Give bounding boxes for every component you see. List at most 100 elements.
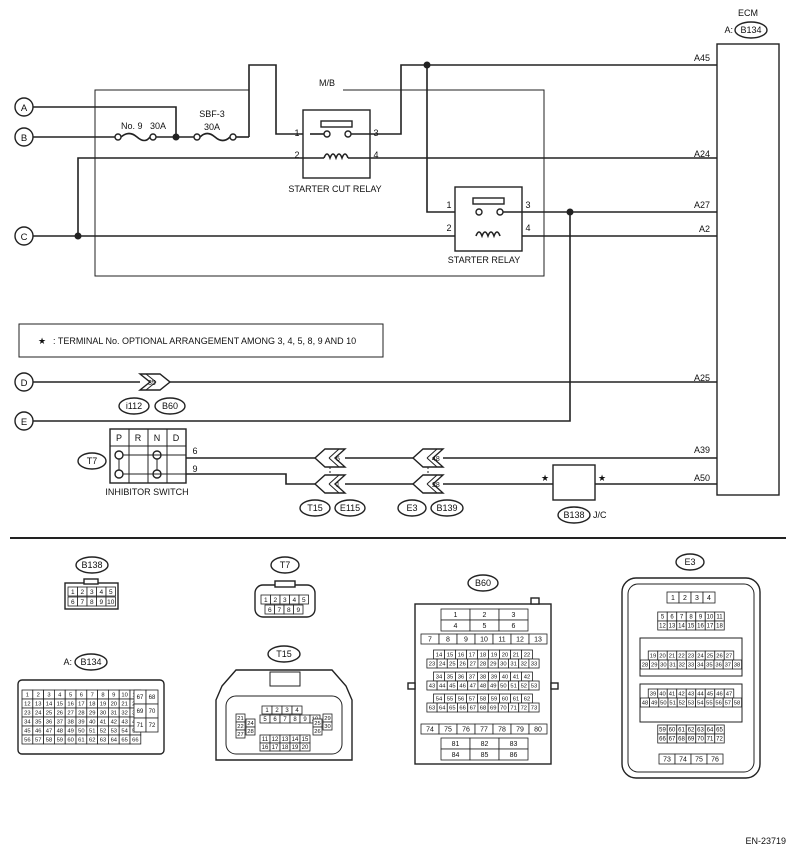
pin-label: 1	[26, 693, 29, 699]
pin-label: 53	[111, 729, 117, 735]
pin-cell	[145, 717, 159, 733]
pin-label: 9	[699, 615, 703, 621]
pin-label: 24	[697, 654, 704, 660]
pin-label: 17	[707, 624, 714, 630]
pin-label: 1	[671, 595, 675, 602]
pin-label: 26	[716, 654, 722, 660]
pin-cell	[702, 591, 716, 604]
pin-label: 6	[512, 623, 516, 630]
pin-label: 15	[688, 624, 695, 630]
face-t7-tag: T7	[280, 560, 291, 570]
pin-label: 35	[35, 720, 41, 726]
terminals: A B C D E	[14, 97, 34, 431]
pin-label: 7	[80, 599, 84, 606]
pin-label: 63	[100, 738, 106, 744]
pin-label: 7	[680, 615, 684, 621]
pin-label: 43	[121, 720, 127, 726]
pin-cell	[299, 742, 311, 752]
pin-label: 20	[502, 653, 508, 659]
pin-label: 77	[480, 727, 488, 734]
pin-label: 82	[481, 741, 489, 748]
ecm-title: ECM	[738, 8, 758, 18]
pin-label: 74	[426, 727, 434, 734]
fuse-no9-rating: 30A	[150, 121, 166, 131]
pin-label: 21	[237, 716, 243, 722]
pin-label: 32	[679, 663, 685, 669]
pin-label: 44	[439, 684, 446, 690]
pin-label: 53	[688, 701, 694, 707]
pin-label: 2	[683, 595, 687, 602]
pin-label: 67	[470, 706, 476, 712]
pin-label: 17	[78, 702, 84, 708]
inhibitor-switch-label: INHIBITOR SWITCH	[105, 487, 188, 497]
pin-label: 16	[697, 624, 704, 630]
cut-relay-pin-4: 4	[373, 150, 378, 160]
connector-t15: 5 1 T15 E115	[299, 448, 366, 517]
pin-label: 11	[498, 637, 505, 644]
pin-label: 5	[263, 717, 267, 723]
pin-label: 73	[663, 757, 671, 764]
pin-label: 22	[678, 654, 684, 660]
pin-label: 1	[264, 597, 268, 604]
ecm-pin-a50: A50	[694, 473, 710, 483]
pin-label: 2	[483, 612, 487, 619]
connector-e3: 48 28 E3 B139	[397, 448, 464, 517]
pin-label: 3	[283, 597, 287, 604]
pin-label: 11	[262, 737, 269, 743]
pin-label: 18	[716, 624, 723, 630]
pin-label: 12	[516, 637, 524, 644]
terminal-c-label: C	[21, 232, 28, 243]
pin-label: 51	[89, 729, 95, 735]
pin-label: 51	[510, 684, 516, 690]
inhibitor-pin-9: 9	[192, 464, 197, 474]
pin-label: 29	[324, 716, 330, 722]
position-p: P	[116, 433, 122, 443]
pin-label: 61	[78, 738, 84, 744]
fuse-no9-name: No. 9	[121, 121, 143, 131]
face-b138-tag: B138	[81, 560, 102, 570]
pin-label: 19	[100, 702, 106, 708]
pin-label: 15	[57, 702, 63, 708]
pin-label: 47	[726, 692, 732, 698]
pin-label: 4	[99, 589, 103, 596]
pin-label: 6	[670, 615, 674, 621]
pin-label: 9	[464, 637, 468, 644]
pin-cell	[293, 604, 304, 615]
pin-label: 56	[24, 738, 30, 744]
pin-label: 27	[726, 654, 732, 660]
pin-label: 28	[642, 663, 648, 669]
pin-cell	[312, 726, 323, 736]
pin-label: 15	[302, 737, 309, 743]
pin-label: 5	[109, 589, 113, 596]
pin-label: 49	[490, 684, 496, 690]
terminal-note: ★ : TERMINAL No. OPTIONAL ARRANGEMENT AM…	[18, 323, 384, 358]
pin-label: 14	[436, 653, 443, 659]
pin-label: 20	[659, 654, 665, 660]
pin-label: 9	[99, 599, 103, 606]
pin-cell	[714, 733, 725, 744]
pin-label: 49	[67, 729, 73, 735]
pin-label: 56	[458, 697, 464, 703]
e115-tag: E115	[340, 503, 360, 513]
pin-label: 65	[449, 706, 455, 712]
pin-label: 4	[292, 597, 296, 604]
pin-label: 14	[46, 702, 53, 708]
pin-label: 4	[58, 693, 62, 699]
starter-relay-pin-4: 4	[525, 223, 530, 233]
pin-label: 36	[715, 663, 721, 669]
pin-label: 46	[716, 692, 722, 698]
pin-label: 26	[57, 711, 63, 717]
pin-label: 52	[521, 684, 527, 690]
pin-label: 21	[513, 653, 519, 659]
pin-cell	[528, 680, 540, 691]
face-b60-tag: B60	[475, 578, 491, 588]
starter-relay-pin-1: 1	[446, 200, 451, 210]
pin-label: 33	[531, 662, 537, 668]
cut-relay-pin-1: 1	[294, 128, 299, 138]
pin-label: 30	[500, 662, 506, 668]
pin-label: 9	[112, 693, 115, 699]
pin-label: 7	[91, 693, 94, 699]
pin-label: 31	[111, 711, 117, 717]
